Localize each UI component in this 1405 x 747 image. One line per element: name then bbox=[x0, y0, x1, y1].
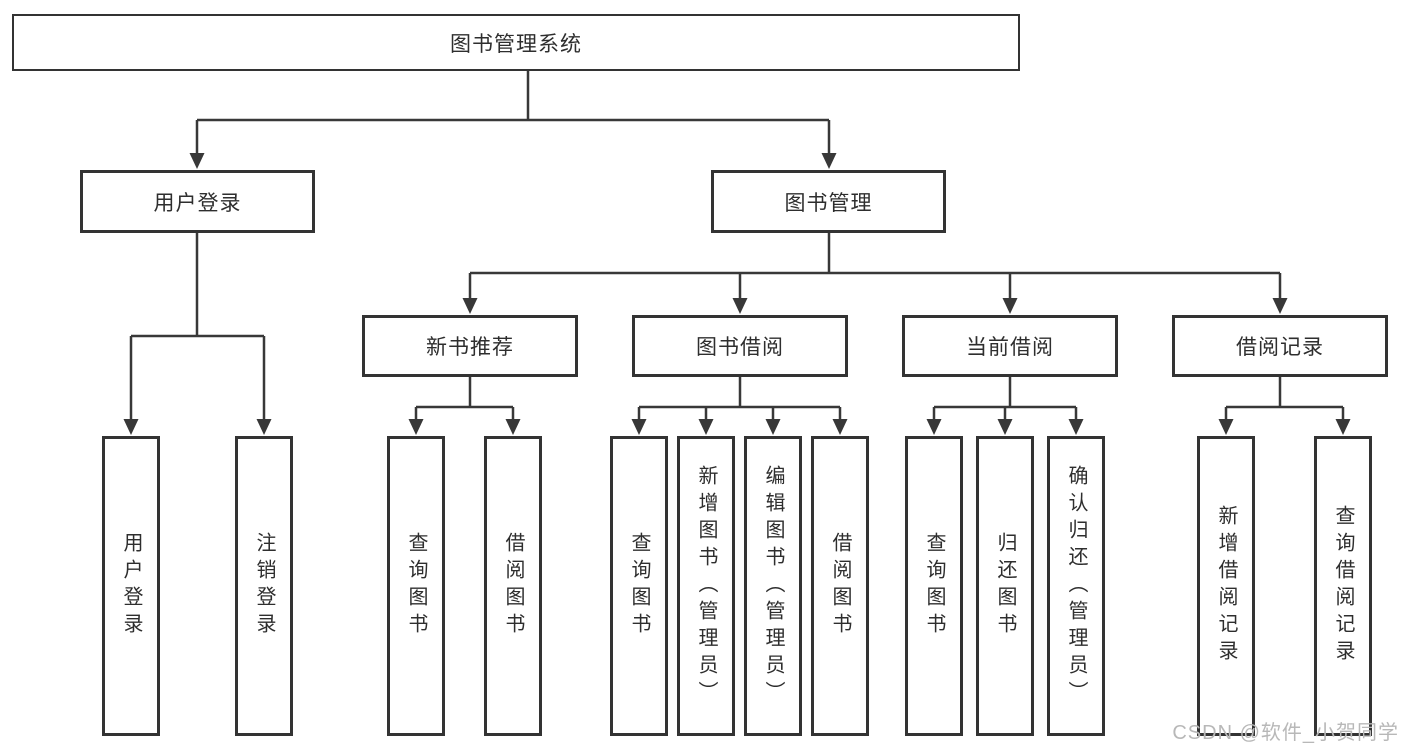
leaf-confirm-return-admin: 确认归还（管理员） bbox=[1047, 436, 1105, 736]
node-label: 图书借阅 bbox=[696, 336, 784, 359]
node-book-management: 图书管理 bbox=[711, 170, 946, 233]
arrowheads bbox=[123, 153, 1351, 435]
leaf-edit-book-admin: 编辑图书（管理员） bbox=[744, 436, 802, 736]
node-label: 用户登录 bbox=[120, 532, 142, 640]
leaf-user-login: 用户登录 bbox=[102, 436, 160, 736]
node-user-login: 用户登录 bbox=[80, 170, 315, 233]
node-label: 编辑图书（管理员） bbox=[762, 464, 784, 708]
node-label: 用户登录 bbox=[153, 191, 242, 215]
node-label: 查询图书 bbox=[405, 532, 427, 640]
leaf-add-book-admin: 新增图书（管理员） bbox=[677, 436, 735, 736]
leaf-query-books-current: 查询图书 bbox=[905, 436, 963, 736]
node-label: 注销登录 bbox=[253, 532, 275, 640]
leaf-borrow-books: 借阅图书 bbox=[811, 436, 869, 736]
node-label: 新增借阅记录 bbox=[1215, 505, 1237, 667]
node-label: 图书管理系统 bbox=[450, 32, 582, 56]
leaf-logout: 注销登录 bbox=[235, 436, 293, 736]
node-label: 查询图书 bbox=[628, 532, 650, 640]
node-label: 借阅图书 bbox=[502, 532, 524, 640]
leaf-query-borrow-record: 查询借阅记录 bbox=[1314, 436, 1372, 736]
leaf-add-borrow-record: 新增借阅记录 bbox=[1197, 436, 1255, 736]
leaf-query-books-recommend: 查询图书 bbox=[387, 436, 445, 736]
connector-paths bbox=[129, 71, 1345, 421]
leaf-borrow-books-recommend: 借阅图书 bbox=[484, 436, 542, 736]
node-label: 归还图书 bbox=[994, 532, 1016, 640]
leaf-return-book: 归还图书 bbox=[976, 436, 1034, 736]
node-new-book-recommendation: 新书推荐 bbox=[362, 315, 578, 377]
node-borrowing-records: 借阅记录 bbox=[1172, 315, 1388, 377]
node-label: 图书管理 bbox=[784, 191, 873, 215]
node-label: 借阅图书 bbox=[829, 532, 851, 640]
node-label: 新增图书（管理员） bbox=[695, 464, 717, 708]
node-book-borrowing: 图书借阅 bbox=[632, 315, 848, 377]
node-label: 新书推荐 bbox=[426, 336, 514, 359]
node-label: 查询借阅记录 bbox=[1332, 505, 1354, 667]
node-label: 借阅记录 bbox=[1236, 336, 1324, 359]
node-library-management-system: 图书管理系统 bbox=[12, 14, 1020, 71]
node-current-borrowing: 当前借阅 bbox=[902, 315, 1118, 377]
node-label: 查询图书 bbox=[923, 532, 945, 640]
node-label: 确认归还（管理员） bbox=[1065, 464, 1087, 708]
csdn-watermark: CSDN @软件_小贺同学 bbox=[1172, 722, 1399, 744]
node-label: 当前借阅 bbox=[966, 336, 1054, 359]
leaf-query-books-borrow: 查询图书 bbox=[610, 436, 668, 736]
